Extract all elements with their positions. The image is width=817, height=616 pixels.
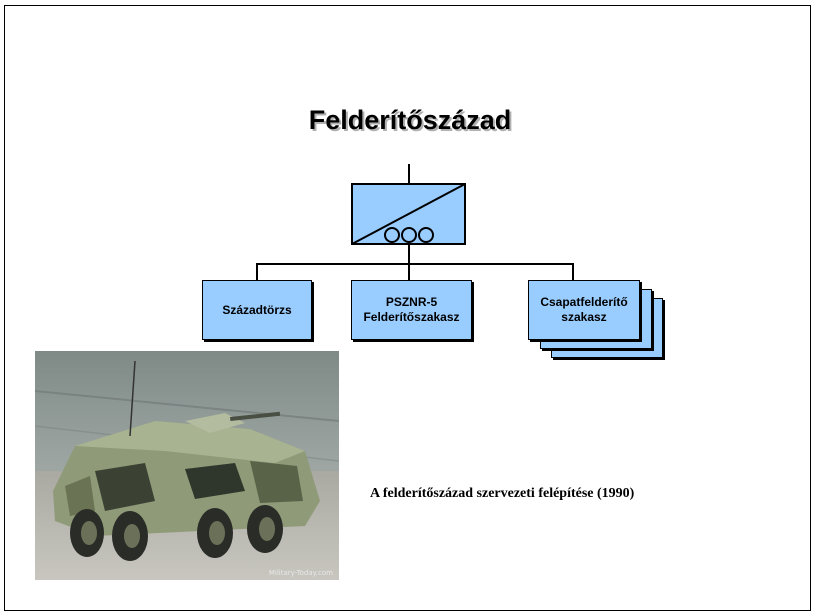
photo-watermark: Military-Today.com (268, 569, 333, 577)
slide-title: Felderítőszázad (308, 105, 512, 135)
armored-vehicle-photo: Military-Today.com (35, 351, 339, 580)
unit-box-pszr5-recon-platoon: PSZNR-5 Felderítőszakasz (351, 280, 472, 340)
figure-caption: A felderítőszázad szervezeti felépítése … (370, 486, 635, 501)
wheel-circle-2 (401, 227, 417, 243)
connector-middle-drop (408, 263, 410, 280)
wheel-circle-1 (384, 227, 400, 243)
unit-box-troop-recon-platoon: Csapatfelderítő szakasz (528, 280, 640, 340)
connector-down-from-symbol (408, 244, 410, 263)
company-unit-symbol (351, 183, 466, 245)
connector-horizontal (256, 263, 574, 265)
unit-label: Csapatfelderítő szakasz (540, 295, 628, 324)
unit-label: PSZNR-5 Felderítőszakasz (363, 295, 460, 324)
connector-left-drop (256, 263, 258, 280)
wheel-circle-3 (418, 227, 434, 243)
btr-vehicle-illustration (35, 351, 339, 580)
connector-right-drop (572, 263, 574, 280)
unit-label: Századtörzs (222, 302, 292, 317)
connector-top (408, 164, 410, 184)
unit-box-company-staff: Századtörzs (202, 280, 312, 340)
unit-symbol-diagonal (351, 183, 466, 245)
